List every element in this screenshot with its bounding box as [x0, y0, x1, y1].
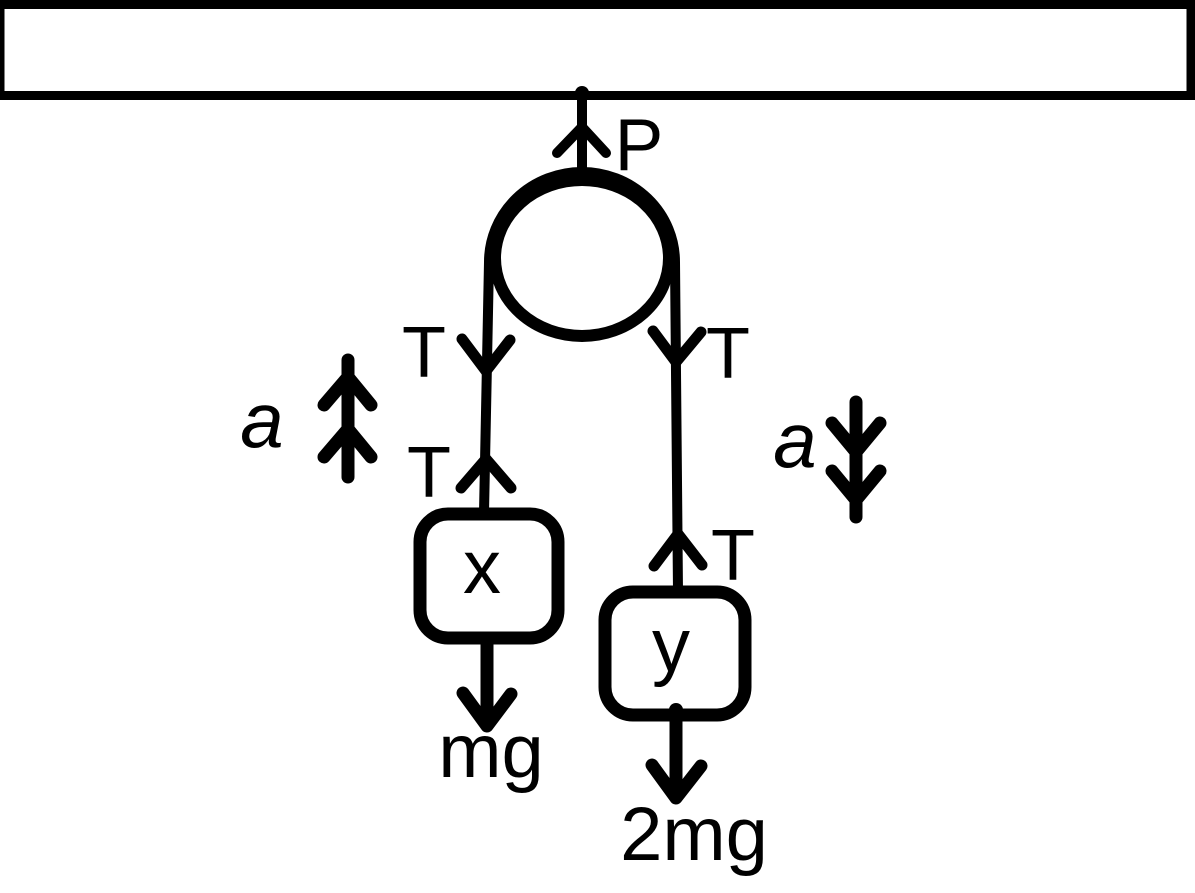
- left-acceleration-label: a: [240, 376, 283, 464]
- right-lower-tension-label: T: [711, 516, 755, 596]
- right-weight-down-arrowhead-icon: [645, 758, 708, 805]
- right-upper-tension-label: T: [706, 314, 750, 394]
- left-tension-up-arrowhead-icon: [455, 453, 517, 494]
- left-lower-tension-label: T: [407, 433, 451, 513]
- right-rope-forces: T T: [647, 314, 755, 596]
- left-tension-down-arrowhead-icon: [456, 333, 516, 377]
- block-x-group: x mg: [413, 507, 565, 794]
- support-force-up-arrowhead-icon: [552, 122, 611, 158]
- right-acceleration-down-arrowhead2-icon: [825, 464, 887, 507]
- right-tension-up-arrowhead-icon: [648, 528, 708, 572]
- left-rope-forces: T T: [402, 313, 517, 513]
- block-y-label: y: [652, 603, 690, 688]
- left-weight-label: mg: [438, 709, 544, 794]
- pulley-wheel: [489, 174, 675, 342]
- right-acceleration-group: a: [773, 395, 887, 524]
- block-y-group: y 2mg: [598, 585, 768, 877]
- block-x-label: x: [463, 525, 501, 610]
- left-weight-down-arrowhead-icon: [456, 686, 518, 733]
- left-acceleration-group: a: [240, 353, 378, 484]
- right-acceleration-label: a: [773, 396, 816, 484]
- left-acceleration-up-arrowhead2-icon: [317, 422, 378, 464]
- left-acceleration-up-arrowhead-icon: [317, 370, 378, 412]
- ceiling: [0, 0, 1195, 100]
- right-tension-down-arrowhead-icon: [647, 325, 707, 368]
- support-force-label: P: [615, 105, 664, 186]
- left-upper-tension-label: T: [402, 313, 446, 393]
- right-acceleration-down-arrowhead-icon: [825, 416, 887, 459]
- right-weight-label: 2mg: [620, 792, 768, 877]
